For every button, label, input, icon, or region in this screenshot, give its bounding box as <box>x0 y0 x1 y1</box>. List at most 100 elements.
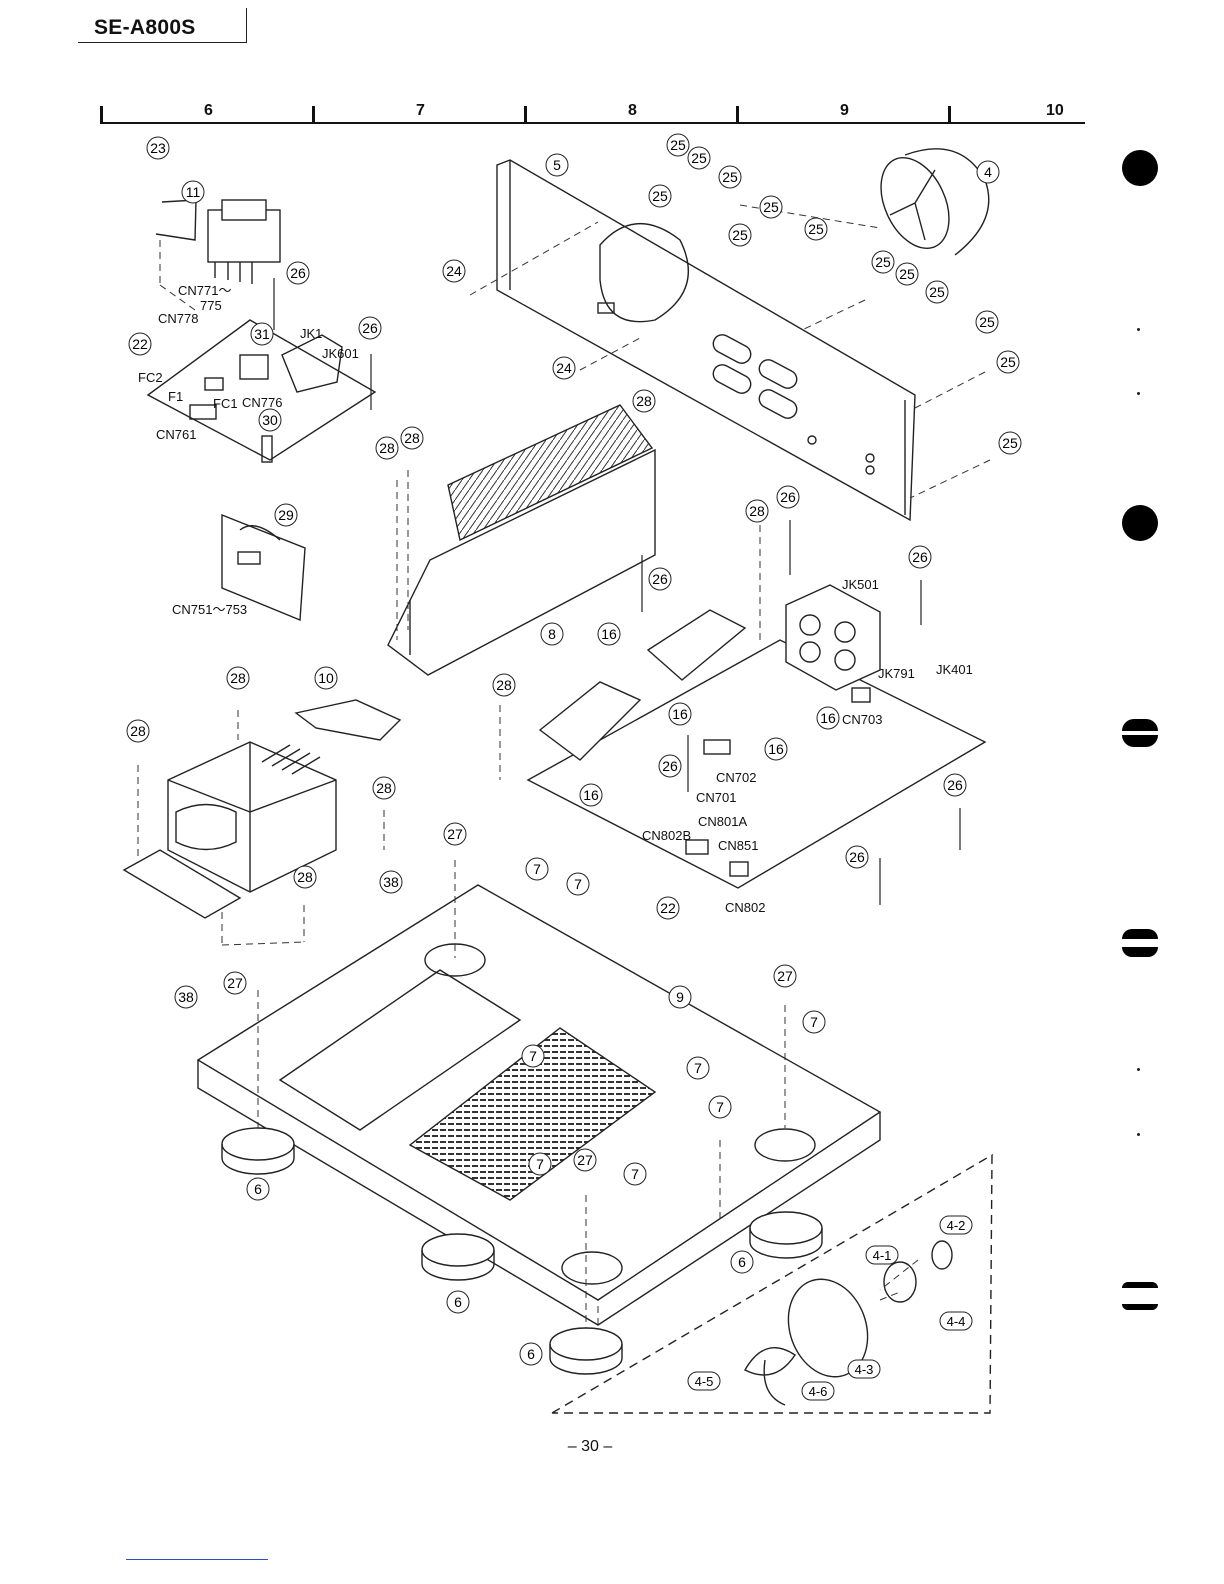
svg-text:28: 28 <box>636 393 652 409</box>
fan-detail-part <box>551 1153 993 1414</box>
svg-text:4-6: 4-6 <box>809 1384 828 1399</box>
callout-28: 28 <box>492 673 516 697</box>
svg-text:28: 28 <box>379 440 395 456</box>
label-jk501: JK501 <box>842 577 879 592</box>
svg-text:25: 25 <box>691 150 707 166</box>
grid-ruler: 6 7 8 9 10 <box>100 100 1085 124</box>
callout-25: 25 <box>687 146 711 170</box>
speck <box>1137 1133 1140 1136</box>
ruler-tick <box>948 106 951 122</box>
callout-26: 26 <box>648 567 672 591</box>
callout-28: 28 <box>226 666 250 690</box>
callout-16: 16 <box>0 0 8 3</box>
speck <box>1137 392 1140 395</box>
callout-4-4: 4-4 <box>939 1311 973 1331</box>
callout-16: 16 <box>764 737 788 761</box>
label-cn702: CN702 <box>716 770 756 785</box>
svg-text:26: 26 <box>849 849 865 865</box>
svg-text:25: 25 <box>899 266 915 282</box>
callout-7: 7 <box>802 1010 826 1034</box>
callout-25: 25 <box>895 262 919 286</box>
screw-part <box>273 278 961 905</box>
callout-28: 28 <box>632 389 656 413</box>
label-cn851: CN851 <box>718 838 758 853</box>
callout-25: 25 <box>718 165 742 189</box>
callout-29: 29 <box>274 503 298 527</box>
callout-9: 9 <box>668 985 692 1009</box>
callout-6: 6 <box>446 1290 470 1314</box>
callout-16: 16 <box>668 702 692 726</box>
power-transformer-part <box>122 741 337 919</box>
designator-layer: CN771～ 775 CN778 JK1 JK601 FC2 F1 FC1 CN… <box>138 283 973 915</box>
label-775: 775 <box>200 298 222 313</box>
svg-text:7: 7 <box>533 861 541 877</box>
callout-38: 38 <box>379 870 403 894</box>
heatsink-part <box>387 404 656 676</box>
callout-28: 28 <box>745 499 769 523</box>
svg-text:28: 28 <box>749 503 765 519</box>
callout-4-2: 4-2 <box>939 1215 973 1235</box>
callout-7: 7 <box>566 872 590 896</box>
svg-text:28: 28 <box>130 723 146 739</box>
svg-text:7: 7 <box>574 876 582 892</box>
svg-text:7: 7 <box>631 1166 639 1182</box>
ruler-tick <box>100 106 103 122</box>
callout-27: 27 <box>773 964 797 988</box>
ruler-tick <box>312 106 315 122</box>
label-jk601: JK601 <box>322 346 359 361</box>
ruler-col-9: 9 <box>840 102 849 119</box>
callout-layer: 23 11 26 31 26 22 30 5 25 25 25 25 25 25… <box>0 0 1022 1401</box>
callout-24: 24 <box>552 356 576 380</box>
svg-text:6: 6 <box>454 1294 462 1310</box>
label-cn776: CN776 <box>242 395 282 410</box>
svg-text:26: 26 <box>290 265 306 281</box>
svg-text:25: 25 <box>929 284 945 300</box>
svg-text:4-5: 4-5 <box>695 1374 714 1389</box>
callout-25: 25 <box>996 350 1020 374</box>
svg-text:28: 28 <box>376 780 392 796</box>
svg-text:7: 7 <box>536 1156 544 1172</box>
label-jk791: JK791 <box>878 666 915 681</box>
svg-text:26: 26 <box>912 549 928 565</box>
callout-27: 27 <box>223 971 247 995</box>
callout-25: 25 <box>804 217 828 241</box>
fan-part <box>880 148 990 256</box>
bracket-part <box>294 699 402 741</box>
svg-text:16: 16 <box>583 787 599 803</box>
binder-hole-mark <box>1122 150 1158 186</box>
svg-text:26: 26 <box>780 489 796 505</box>
svg-text:25: 25 <box>808 221 824 237</box>
model-title-box: SE-A800S <box>78 8 247 43</box>
callout-28: 28 <box>375 436 399 460</box>
ruler-tick <box>524 106 527 122</box>
callout-25: 25 <box>666 133 690 157</box>
svg-text:7: 7 <box>716 1099 724 1115</box>
label-cn751-753: CN751～753 <box>172 602 247 617</box>
svg-text:23: 23 <box>150 140 166 156</box>
callout-26: 26 <box>286 261 310 285</box>
fan-detail-callouts: 4-2 4-1 4-4 4-3 4-5 4-6 <box>687 1215 973 1401</box>
label-f1: F1 <box>168 389 183 404</box>
label-cn701: CN701 <box>696 790 736 805</box>
svg-text:7: 7 <box>810 1014 818 1030</box>
label-jk401: JK401 <box>936 662 973 677</box>
callout-26: 26 <box>358 316 382 340</box>
svg-text:25: 25 <box>1002 435 1018 451</box>
svg-text:24: 24 <box>446 263 462 279</box>
connector-board-part <box>221 513 306 622</box>
svg-text:25: 25 <box>763 199 779 215</box>
callout-25: 25 <box>728 223 752 247</box>
assembly-guide-lines <box>137 204 991 1328</box>
binder-hole-mark <box>1122 505 1158 541</box>
svg-text:16: 16 <box>820 710 836 726</box>
callout-16: 16 <box>579 783 603 807</box>
label-jk1: JK1 <box>300 326 322 341</box>
svg-text:4: 4 <box>984 164 992 180</box>
callout-7: 7 <box>528 1152 552 1176</box>
callout-23: 23 <box>146 136 170 160</box>
cut-mark <box>1122 715 1158 751</box>
svg-text:28: 28 <box>496 677 512 693</box>
callout-27: 27 <box>443 822 467 846</box>
callout-4-1: 4-1 <box>865 1245 899 1265</box>
svg-text:25: 25 <box>875 254 891 270</box>
